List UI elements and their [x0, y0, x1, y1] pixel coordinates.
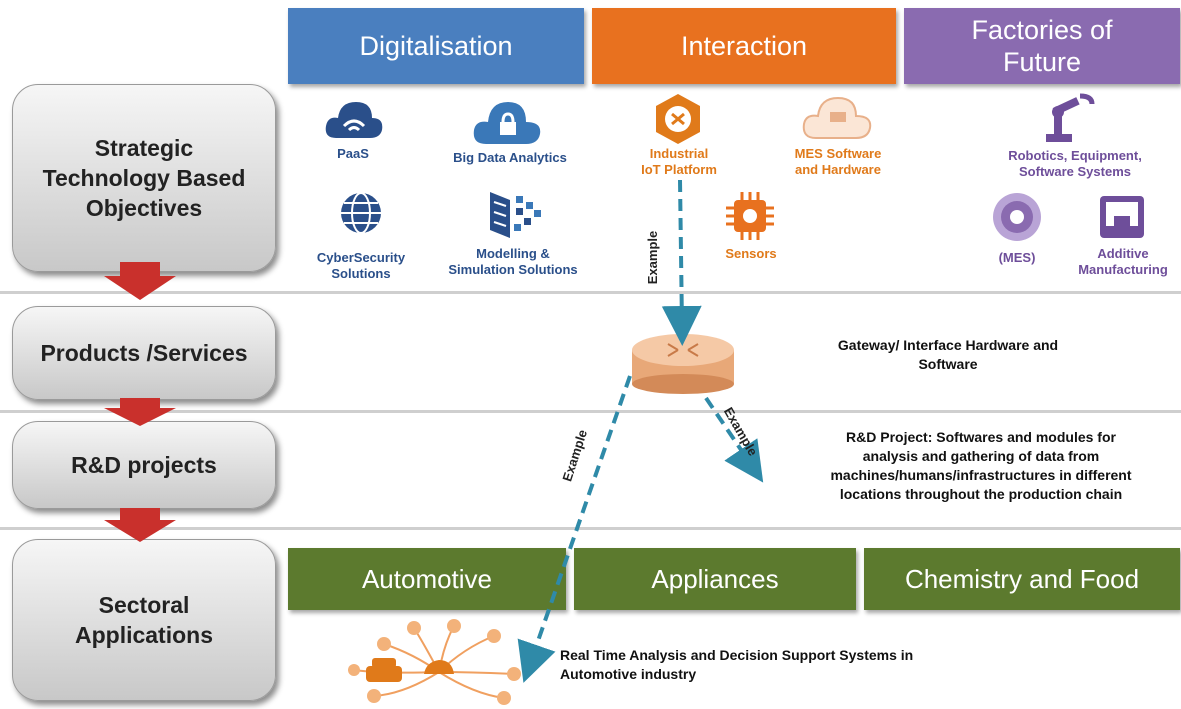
sector-automotive-label: Automotive: [361, 563, 493, 594]
rd-project-line3: machines/humans/infrastructures in diffe…: [830, 467, 1132, 483]
modelling-label-line2: Simulation Solutions: [448, 262, 578, 277]
mes-cloud-icon: [802, 96, 872, 139]
realtime-label-line1: Real Time Analysis and Decision Support …: [560, 647, 914, 663]
sector-appliances: Appliances: [574, 548, 856, 610]
sector-chemistry-label: Chemistry and Food: [904, 563, 1140, 594]
row-sectoral-line2: Applications: [74, 622, 213, 648]
iiot-label-line2: IoT Platform: [641, 162, 717, 177]
example-label-1: Example: [645, 230, 661, 285]
iiot-label: Industrial IoT Platform: [624, 146, 734, 178]
header-factories-label-line2: Future: [1002, 47, 1082, 77]
cloud-wifi-icon: [325, 102, 383, 138]
separator-line: [0, 410, 1181, 413]
modelling-simulation-label: Modelling & Simulation Solutions: [432, 246, 594, 278]
rd-project-line1: R&D Project: Softwares and modules for: [846, 429, 1116, 445]
sensor-chip-icon: [726, 192, 774, 240]
iot-platform-icon: [656, 94, 700, 144]
header-digitalisation-label: Digitalisation: [359, 31, 513, 61]
example-arrow-iiot-to-gateway: [661, 179, 702, 346]
additive-label-line1: Additive: [1097, 246, 1149, 261]
row-strategic-line1: Strategic: [94, 135, 194, 161]
row-sectoral-applications: Sectoral Applications: [12, 539, 276, 701]
header-interaction: Interaction: [592, 8, 896, 84]
additive-label-line2: Manufacturing: [1078, 262, 1168, 277]
cybersecurity-label-line2: Solutions: [331, 266, 391, 281]
3d-printer-icon: [1100, 196, 1144, 238]
row-strategic-line2: Technology Based: [42, 165, 246, 191]
cloud-lock-icon: [473, 102, 541, 144]
big-data-analytics-label: Big Data Analytics: [453, 150, 567, 165]
row-products-services: Products /Services: [12, 306, 276, 400]
row-strategic-objectives: Strategic Technology Based Objectives: [12, 84, 276, 272]
paas-label: PaaS: [337, 146, 369, 161]
globe-shield-icon: [341, 192, 381, 234]
mes-gear-icon: [993, 193, 1041, 241]
down-arrow-icon: [104, 508, 176, 542]
example-arrow-gateway-to-automotive: [517, 375, 632, 683]
down-arrow-icon: [104, 262, 176, 300]
sector-chemistry-food: Chemistry and Food: [864, 548, 1180, 610]
mes-factories-label: (MES): [998, 250, 1036, 265]
down-arrow-icon: [104, 398, 176, 426]
router-icon: [632, 334, 734, 394]
sensors-label: Sensors: [725, 246, 777, 261]
example-arrow-gateway-to-rd: [704, 396, 764, 483]
additive-manufacturing-label: Additive Manufacturing: [1068, 246, 1178, 278]
row-rd-label: R&D projects: [71, 452, 217, 478]
mes-label-line1: MES Software: [794, 146, 882, 161]
robotics-label-line2: Software Systems: [1019, 164, 1131, 179]
mes-software-label: MES Software and Hardware: [768, 146, 908, 178]
modelling-cube-icon: [490, 192, 541, 238]
sector-automotive: Automotive: [288, 548, 566, 610]
gateway-label-line2: Software: [918, 356, 978, 372]
gateway-label-line1: Gateway/ Interface Hardware and: [837, 337, 1059, 353]
separator-line: [0, 291, 1181, 294]
connected-car-icon: [348, 619, 521, 705]
header-factories-of-future: Factories of Future: [904, 8, 1180, 84]
row-strategic-line3: Objectives: [85, 195, 203, 221]
header-factories-label-line1: Factories of: [971, 15, 1113, 45]
gateway-label: Gateway/ Interface Hardware and Software: [778, 336, 1118, 374]
separator-line: [0, 527, 1181, 530]
cybersecurity-label: CyberSecurity Solutions: [306, 250, 416, 282]
rd-project-line4: locations throughout the production chai…: [839, 486, 1123, 502]
robotics-label: Robotics, Equipment, Software Systems: [982, 148, 1168, 180]
sector-appliances-label: Appliances: [651, 563, 779, 594]
realtime-label-line2: Automotive industry: [560, 666, 697, 682]
row-rd-projects: R&D projects: [12, 421, 276, 509]
realtime-analysis-label: Real Time Analysis and Decision Support …: [560, 646, 1040, 684]
iiot-label-line1: Industrial: [649, 146, 709, 161]
robot-arm-icon: [1046, 93, 1095, 142]
rd-project-line2: analysis and gathering of data from: [862, 448, 1100, 464]
robotics-label-line1: Robotics, Equipment,: [1008, 148, 1142, 163]
header-interaction-label: Interaction: [680, 31, 808, 61]
modelling-label-line1: Modelling &: [476, 246, 550, 261]
mes-label-line2: and Hardware: [795, 162, 881, 177]
header-digitalisation: Digitalisation: [288, 8, 584, 84]
row-products-label: Products /Services: [40, 340, 248, 366]
row-sectoral-line1: Sectoral: [98, 592, 190, 618]
rd-project-description: R&D Project: Softwares and modules for a…: [786, 428, 1176, 504]
cybersecurity-label-line1: CyberSecurity: [316, 250, 406, 265]
